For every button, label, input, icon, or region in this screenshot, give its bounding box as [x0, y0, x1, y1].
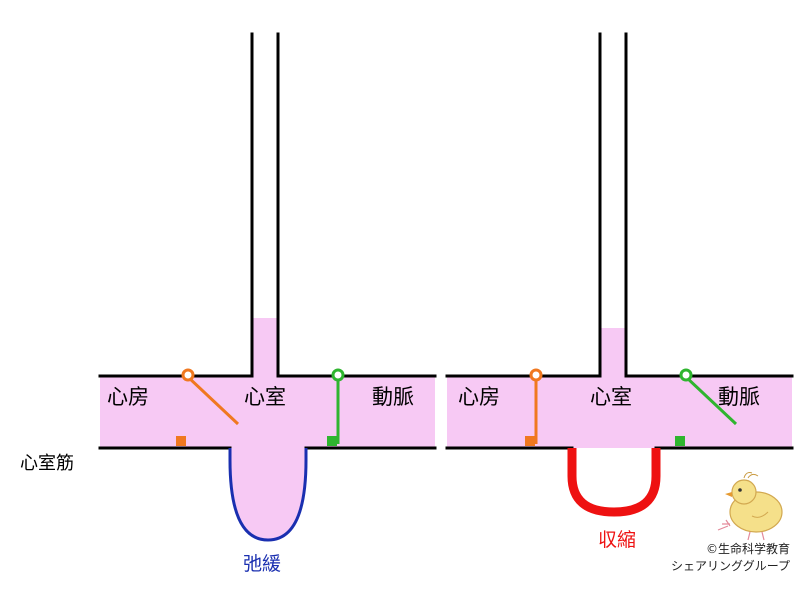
label-ventricle: 心室: [590, 385, 632, 409]
arterial-valve-hinge: [679, 368, 693, 382]
atrial-valve-hinge: [181, 368, 195, 382]
label-artery: 動脈: [372, 385, 414, 409]
chamber-fill: [100, 376, 435, 448]
credit-line-2: シェアリンググループ: [670, 559, 790, 573]
ventricle-pouch-fill: [230, 448, 306, 540]
arterial-valve-open: [684, 375, 738, 426]
label-relaxed: 弛緩: [243, 553, 281, 575]
atrial-valve-stop: [525, 436, 535, 446]
label-muscle: 心室筋: [20, 453, 74, 474]
chamber-fill: [447, 376, 792, 448]
ventricle-muscle-contracted: [567, 448, 661, 517]
arterial-valve-stop: [675, 436, 685, 446]
atrial-valve-stop: [176, 436, 186, 446]
label-atrium: 心房: [107, 385, 149, 409]
panel-relaxed: 心房 心室 動脈 心室筋 弛緩: [20, 32, 437, 575]
arterial-valve-stop: [327, 436, 337, 446]
chick-icon: [717, 472, 783, 541]
label-contracted: 収縮: [598, 529, 636, 551]
label-atrium: 心房: [458, 385, 500, 409]
ventricle-column-fill: [252, 318, 278, 378]
credit: ©生命科学教育 シェアリンググループ: [671, 541, 790, 575]
label-ventricle: 心室: [244, 385, 286, 409]
arterial-valve-hinge: [331, 368, 345, 382]
ventricle-muscle-relaxed: [228, 448, 308, 542]
atrial-valve-hinge: [529, 368, 543, 382]
credit-line-1: ©生命科学教育: [705, 542, 790, 556]
panel-contracted: 心房 心室 動脈 収縮: [445, 32, 794, 551]
atrial-valve-open: [186, 375, 240, 426]
ventricle-column-fill: [600, 328, 626, 378]
label-artery: 動脈: [718, 385, 760, 409]
